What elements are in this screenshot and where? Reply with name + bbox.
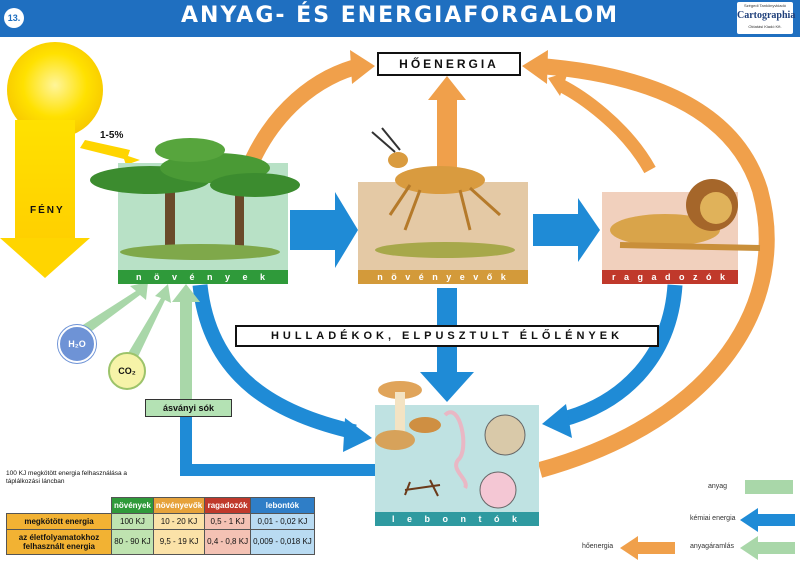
heat-arrow-heads bbox=[350, 50, 568, 96]
energy-cell: 0,01 - 0,02 KJ bbox=[250, 512, 315, 530]
chemical-energy-arrows bbox=[290, 192, 600, 402]
legend-flow-head bbox=[740, 536, 758, 560]
energy-table-corner bbox=[7, 498, 112, 514]
herbivores-node bbox=[358, 127, 528, 284]
publisher-logo: Szégedi Tankönyvkiadó Cartographia Oktat… bbox=[737, 2, 796, 34]
energy-cell: 0,009 - 0,018 KJ bbox=[250, 528, 315, 555]
heat-arrowhead-left bbox=[350, 50, 375, 84]
legend-chemical-stem bbox=[755, 514, 795, 526]
insect-icon bbox=[404, 479, 441, 497]
energy-col-header: növényevők bbox=[152, 497, 206, 514]
herbivores-label-bar bbox=[358, 270, 528, 284]
chemical-arrow-carnivores-decomposers bbox=[558, 284, 683, 428]
energy-cell: 80 - 90 KJ bbox=[111, 528, 154, 555]
matter-arrow-minerals-head bbox=[172, 284, 200, 302]
energy-row-label: az életfolyamatokhoz felhasznált energia bbox=[6, 528, 112, 555]
plants-node bbox=[90, 138, 300, 284]
energy-table-row: megkötött energia 100 KJ 10 - 20 KJ 0,5 … bbox=[6, 512, 315, 530]
chemical-arrow-plants-herbivores-stem bbox=[290, 210, 335, 250]
antelope-icon bbox=[395, 166, 485, 194]
heat-arrows bbox=[237, 58, 775, 478]
worm-icon bbox=[443, 410, 468, 490]
co2-badge: CO₂ bbox=[108, 352, 146, 390]
heat-arrow-carnivores-to-heat bbox=[557, 79, 656, 174]
energy-col-header: ragadozók bbox=[204, 497, 252, 514]
carnivores-node bbox=[602, 179, 761, 284]
energy-cell: 0,4 - 0,8 KJ bbox=[204, 528, 252, 555]
carnivores-label: r a g a d o z ó k bbox=[611, 272, 728, 282]
decomposers-label: l e b o n t ó k bbox=[391, 514, 522, 524]
sun-icon bbox=[7, 42, 103, 138]
bacteria-icon bbox=[484, 414, 526, 456]
carnivores-label-bar bbox=[602, 270, 738, 284]
chemical-curves bbox=[192, 284, 683, 440]
legend-heat-stem bbox=[635, 542, 675, 554]
chemical-arrow-herbivores-decomposers-head bbox=[420, 372, 474, 402]
page-title: ANYAG- ÉS ENERGIAFORGALOM bbox=[181, 3, 619, 28]
legend-matter-swatch bbox=[745, 480, 793, 494]
mushroom-icon bbox=[378, 381, 422, 399]
chemical-arrow-herbivores-carnivores-head bbox=[578, 198, 600, 262]
energy-col-header: növények bbox=[111, 497, 154, 514]
logo-sub-text: Oktatási Kiadó Kft. bbox=[748, 24, 782, 29]
heat-arrow-herbivores-head bbox=[428, 76, 466, 100]
header-bar bbox=[0, 0, 800, 37]
legend-flow-label: anyagáramlás bbox=[690, 543, 734, 550]
plants-label: n ö v é n y e k bbox=[135, 272, 271, 282]
light-beam bbox=[15, 120, 75, 240]
legend-heat-head bbox=[620, 536, 638, 560]
heat-arrow-herbivores-stem bbox=[437, 92, 457, 167]
herbivores-label: n ö v é n y e v ő k bbox=[377, 272, 509, 282]
minerals-label: ásványi sók bbox=[145, 399, 232, 417]
energy-cell: 100 KJ bbox=[111, 512, 154, 530]
legend-flow-stem bbox=[755, 542, 795, 554]
heat-energy-box: HŐENERGIA bbox=[377, 52, 521, 76]
sunlight-percent-label: 1-5% bbox=[100, 130, 124, 141]
logo-top-text: Szégedi Tankönyvkiadó bbox=[744, 3, 786, 8]
logo-main-text: Cartographia bbox=[737, 10, 796, 21]
decomposers-label-bar bbox=[375, 512, 539, 526]
legend-chemical-head bbox=[740, 508, 758, 532]
heat-arrow-plants-to-heat bbox=[237, 58, 362, 181]
h2o-badge: H₂O bbox=[58, 325, 96, 363]
energy-row-label: megkötött energia bbox=[6, 512, 112, 530]
legend-matter-label: anyag bbox=[708, 483, 728, 490]
chemical-arrowhead-right bbox=[542, 404, 572, 438]
chemical-arrow-plants-herbivores-head bbox=[335, 192, 358, 268]
grass-icon bbox=[120, 244, 280, 260]
matter-arrow-co2 bbox=[127, 284, 171, 359]
energy-table-row: az életfolyamatokhoz felhasznált energia… bbox=[6, 528, 315, 555]
chemical-arrow-herbivores-carnivores-stem bbox=[533, 214, 578, 246]
energy-col-header: lebontók bbox=[250, 497, 315, 514]
matter-flow-arrows bbox=[75, 282, 200, 400]
mineral-return-line bbox=[180, 416, 375, 476]
chemical-arrowhead-left bbox=[343, 418, 372, 452]
energy-table-title: 100 KJ megkötött energia felhasználása a… bbox=[6, 470, 128, 485]
energy-cell: 0,5 - 1 KJ bbox=[204, 512, 252, 530]
heat-arrow-decomposers-to-heat bbox=[537, 58, 775, 478]
matter-arrow-h2o bbox=[75, 282, 148, 336]
matter-arrow-minerals-stem bbox=[180, 300, 192, 400]
energy-cell: 9,5 - 19 KJ bbox=[152, 528, 206, 555]
tree-trunk-icon bbox=[165, 190, 175, 250]
waste-label-box: HULLADÉKOK, ELPUSZTULT ÉLŐLÉNYEK bbox=[235, 325, 659, 347]
light-label: FÉNY bbox=[30, 205, 65, 216]
plants-label-bar bbox=[118, 270, 288, 284]
heat-arrowhead-right bbox=[522, 50, 548, 84]
heat-arrowhead-carnivores bbox=[548, 72, 568, 96]
energy-table: növények növényevők ragadozók lebontók m… bbox=[6, 497, 315, 555]
light-arrowhead bbox=[0, 238, 90, 278]
legend-heat-label: hőenergia bbox=[582, 543, 614, 550]
energy-table-header-row: növények növényevők ragadozók lebontók bbox=[7, 497, 315, 514]
legend-chemical-label: kémiai energia bbox=[690, 515, 736, 522]
chemical-arrow-plants-decomposers bbox=[192, 284, 357, 440]
sunlight-to-plants-arrow bbox=[80, 140, 140, 165]
energy-cell: 10 - 20 KJ bbox=[152, 512, 206, 530]
decomposers-node bbox=[375, 381, 539, 526]
page-number: 13. bbox=[4, 8, 24, 28]
